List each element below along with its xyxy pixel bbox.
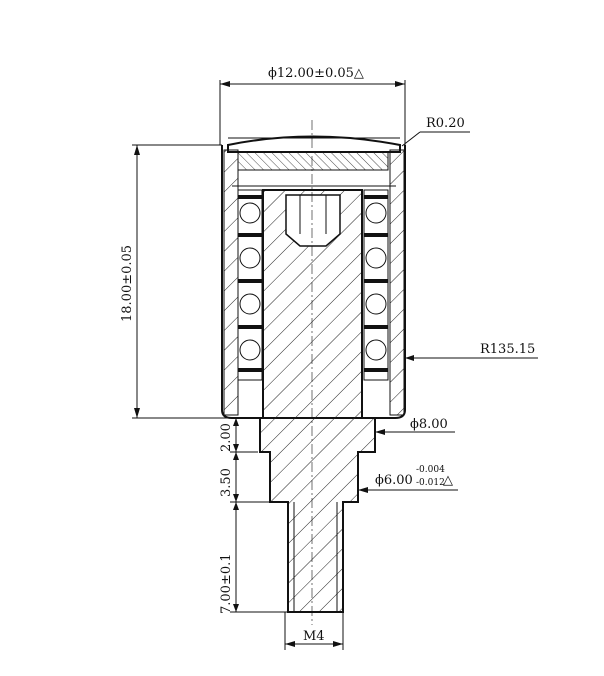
neck-tolerance-mark: △ <box>443 473 453 488</box>
thread-dimension: M4 <box>284 612 344 650</box>
left-bearing-balls <box>239 202 261 361</box>
neck-diameter-label: ϕ6.00 <box>375 473 413 488</box>
top-diameter-dimension: ϕ12.00±0.05△ <box>219 66 406 145</box>
thread-length-label: 7.00±0.1 <box>219 553 234 614</box>
corner-radius-dimension: R0.20 <box>401 116 470 147</box>
side-radius-label: R135.15 <box>480 342 535 357</box>
part-body <box>221 120 406 625</box>
bearing-separators <box>238 195 388 372</box>
corner-radius-label: R0.20 <box>426 116 465 131</box>
neck-tolerance-upper: -0.004 <box>416 465 445 475</box>
neck-height-label: 3.50 <box>219 468 234 497</box>
overall-height-label: 18.00±0.05 <box>120 245 135 322</box>
right-bearing-balls <box>365 202 387 361</box>
neck-tolerance-lower: -0.012 <box>416 478 445 488</box>
neck-diameter-dimension: ϕ6.00 -0.004 -0.012 △ <box>358 465 458 493</box>
flange-diameter-label: ϕ8.00 <box>410 417 448 432</box>
side-radius-dimension: R135.15 <box>405 342 538 361</box>
flange-diameter-dimension: ϕ8.00 <box>375 417 455 435</box>
thread-label: M4 <box>303 629 325 644</box>
thread-length-dimension: 7.00±0.1 <box>219 502 288 614</box>
flange-height-label: 2.00 <box>219 423 234 452</box>
flange-height-dimension: 2.00 <box>219 417 258 453</box>
top-diameter-label: ϕ12.00±0.05△ <box>268 66 364 81</box>
overall-height-dimension: 18.00±0.05 <box>120 144 228 419</box>
